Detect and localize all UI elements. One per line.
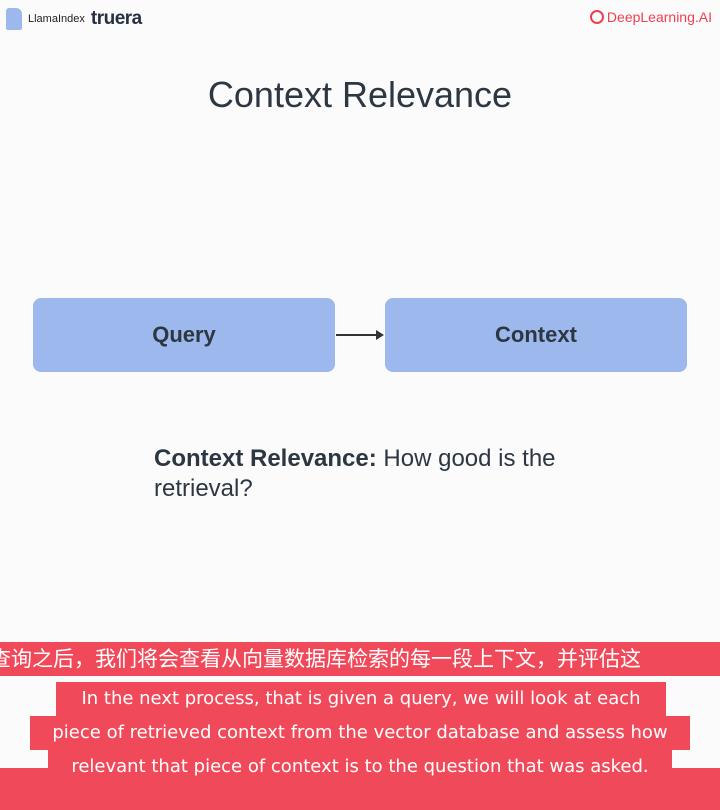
subtitle-chinese: 查询之后，我们将会查看从向量数据库检索的每一段上下文，并评估这: [0, 642, 720, 676]
context-label: Context: [495, 322, 577, 347]
truera-logo: truera: [90, 8, 142, 29]
subtitle-english-line: In the next process, that is given a que…: [56, 682, 666, 716]
query-box: Query: [33, 298, 335, 372]
subtitle-english-line: relevant that piece of context is to the…: [48, 750, 672, 784]
deeplearning-logo: DeepLearning.AI: [589, 9, 712, 25]
header-logos: LlamaIndex truera: [6, 8, 142, 30]
query-label: Query: [152, 322, 216, 347]
description-text: How good is the retrieval?: [154, 445, 556, 502]
slide-title: Context Relevance: [207, 74, 513, 115]
subtitle-english-line: piece of retrieved context from the vect…: [30, 716, 690, 750]
deeplearning-icon: [589, 10, 604, 24]
llamaindex-logo: LlamaIndex: [28, 13, 85, 25]
arrow-icon: [336, 330, 384, 340]
llama-icon: [6, 8, 22, 30]
deeplearning-logo-text: DeepLearning.AI: [606, 9, 712, 25]
description-term: Context Relevance:: [154, 445, 377, 472]
slide-description: Context Relevance: How good is the retri…: [154, 444, 584, 504]
context-box: Context: [385, 298, 687, 372]
